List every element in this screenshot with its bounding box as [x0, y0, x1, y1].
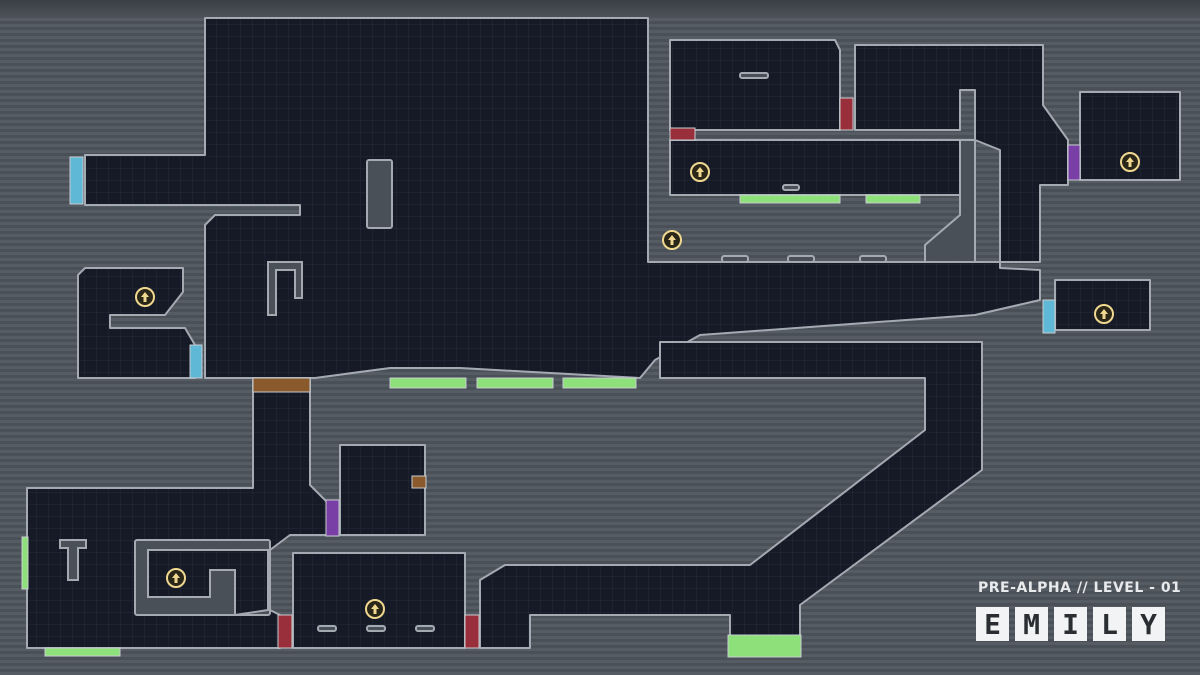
upgrade-arrow-circle-icon — [166, 568, 186, 588]
logo-letter: L — [1093, 607, 1126, 641]
green-platform — [389, 377, 467, 389]
green-platform — [562, 377, 637, 389]
green-platform — [727, 634, 802, 658]
room-floor — [77, 267, 196, 379]
arrow-up-icon — [172, 573, 180, 583]
arrow-up-icon — [1100, 309, 1108, 319]
wall-block — [782, 184, 800, 191]
upgrade-arrow-circle-icon — [365, 599, 385, 619]
wall-block — [739, 72, 769, 79]
green-platform — [476, 377, 554, 389]
room-floor — [479, 341, 983, 656]
door — [1067, 144, 1081, 181]
wall-block — [415, 625, 435, 632]
room-floor — [84, 17, 1041, 379]
wall-block — [366, 625, 386, 632]
door — [325, 499, 340, 537]
logo-letter: E — [976, 607, 1009, 641]
arrow-up-icon — [668, 235, 676, 245]
wall-l-shape — [267, 261, 303, 316]
arrow-up-icon — [696, 167, 704, 177]
level-label: PRE-ALPHA // LEVEL - 01 — [978, 580, 1182, 596]
top-shade — [0, 0, 1200, 18]
door — [277, 614, 293, 649]
wall-block — [924, 139, 976, 263]
green-platform — [44, 647, 121, 657]
door — [1042, 299, 1056, 334]
room-floor — [669, 139, 961, 196]
door — [69, 156, 84, 205]
wall-block — [721, 255, 749, 263]
green-platform — [21, 536, 29, 590]
wall-block — [366, 159, 393, 229]
arrow-up-icon — [371, 604, 379, 614]
upgrade-arrow-circle-icon — [662, 230, 682, 250]
upgrade-arrow-circle-icon — [135, 287, 155, 307]
wall-block — [787, 255, 815, 263]
room-floor — [147, 549, 269, 617]
green-platform — [865, 194, 921, 204]
wall-t-shape — [59, 539, 87, 581]
door — [252, 377, 311, 393]
room-floor — [854, 44, 1069, 263]
door — [839, 97, 854, 131]
green-platform — [739, 194, 841, 204]
door — [464, 614, 480, 649]
upgrade-arrow-circle-icon — [1120, 152, 1140, 172]
logo-letter: Y — [1132, 607, 1165, 641]
door — [669, 127, 696, 141]
upgrade-arrow-circle-icon — [690, 162, 710, 182]
room-floor — [339, 444, 426, 536]
logo-letter: I — [1054, 607, 1087, 641]
door — [189, 344, 203, 379]
upgrade-arrow-circle-icon — [1094, 304, 1114, 324]
wall-block — [317, 625, 337, 632]
wall-block — [859, 255, 887, 263]
game-logo: E M I L Y — [976, 607, 1165, 641]
door — [411, 475, 427, 489]
room-floor — [669, 39, 841, 131]
arrow-up-icon — [141, 292, 149, 302]
arrow-up-icon — [1126, 157, 1134, 167]
logo-letter: M — [1015, 607, 1048, 641]
